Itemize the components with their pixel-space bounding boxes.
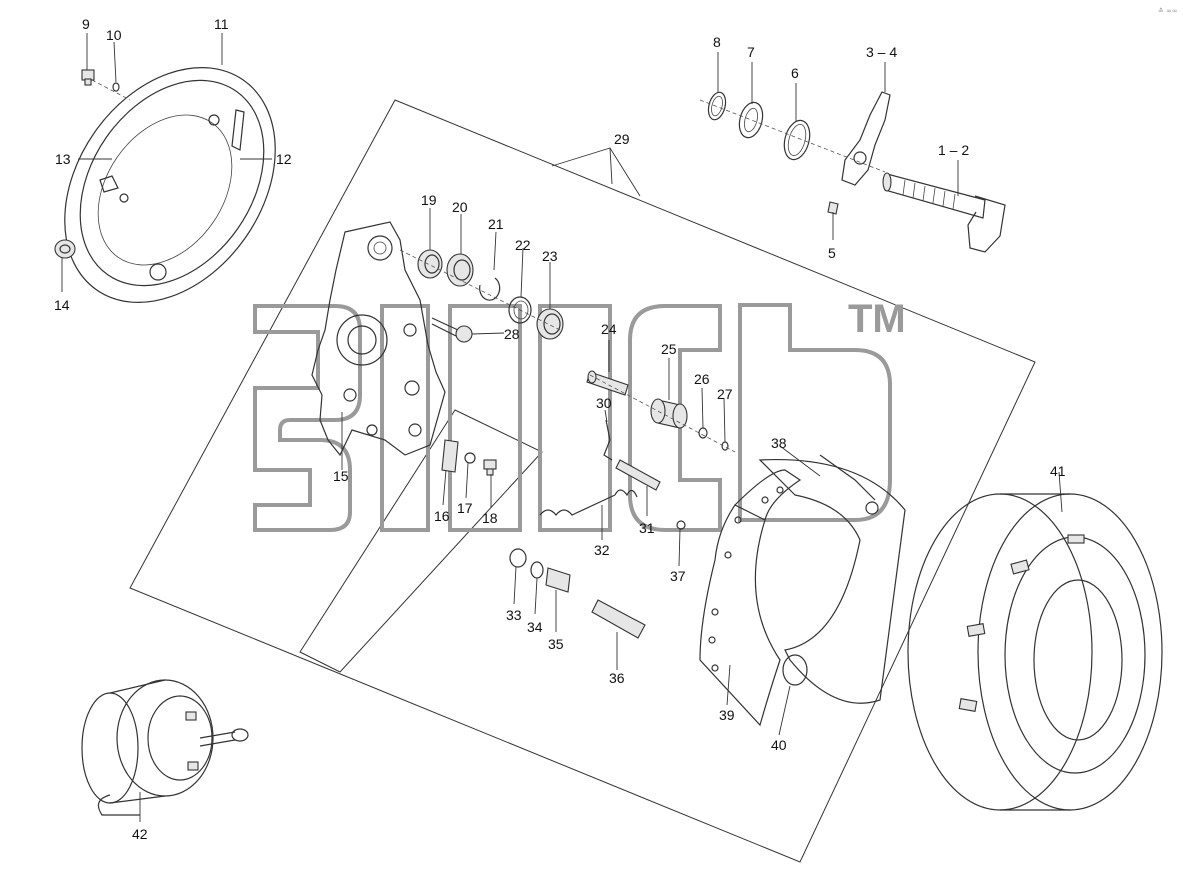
callout-41: 41 [1050, 463, 1066, 479]
washer-33-part [509, 548, 527, 568]
callout-31: 31 [639, 520, 655, 536]
callout-14: 14 [54, 297, 70, 313]
ring-22-part [508, 296, 532, 324]
callout-7: 7 [747, 44, 755, 60]
kit-29-frame [129, 99, 1036, 863]
callout-40: 40 [771, 737, 787, 753]
callout-34: 34 [527, 619, 543, 635]
bolt-9-part [81, 69, 95, 86]
clip-26-part [698, 427, 708, 439]
callout-21: 21 [488, 216, 504, 232]
callout-11: 11 [214, 16, 229, 32]
kit-29-bracket [551, 147, 641, 197]
callout-10: 10 [106, 27, 122, 43]
washer-10-part [112, 82, 120, 92]
snap-ring-8-part [707, 91, 727, 121]
callout-35: 35 [548, 636, 564, 652]
washer-7-part [738, 101, 764, 139]
callout-30: 30 [596, 395, 612, 411]
callout-29: 29 [614, 131, 630, 147]
anchor-pin-36-part [591, 599, 646, 639]
callout-5: 5 [828, 245, 836, 261]
callout-15: 15 [333, 468, 349, 484]
callout-8: 8 [713, 34, 721, 50]
callout-labels: 1 – 2 3 – 4 5 6 7 8 9 10 11 12 13 14 15 … [54, 16, 1066, 842]
camshaft-part [882, 172, 1006, 253]
pin-31-part [615, 459, 661, 491]
callout-23: 23 [542, 248, 558, 264]
washer-34-part [530, 561, 544, 579]
brake-chamber-part [81, 679, 249, 816]
callout-13: 13 [55, 151, 71, 167]
kit-16-18-frame [299, 409, 543, 673]
brake-shoe-upper-part [758, 454, 906, 704]
seal-19-part [417, 249, 443, 279]
callout-18: 18 [482, 510, 498, 526]
callout-24: 24 [601, 321, 617, 337]
callout-25: 25 [661, 341, 677, 357]
slack-adjuster-part [841, 91, 891, 186]
callout-20: 20 [452, 199, 468, 215]
grease-fitting-5-part [827, 201, 839, 215]
axis-bore [399, 249, 561, 331]
axis-backing [91, 79, 131, 101]
callout-37: 37 [670, 568, 686, 584]
trademark-symbol: TM [848, 297, 906, 341]
seal-23-part [536, 308, 564, 340]
spring-clip-30-part [603, 419, 613, 461]
corner-mark: ≛ ∞∞ [1158, 7, 1178, 15]
caliper-housing-part [311, 221, 446, 457]
brake-shoe-lower-part [699, 469, 808, 727]
bushing-35-part [545, 567, 571, 593]
plug-14-part [54, 239, 76, 259]
backing-plate-part [64, 67, 276, 303]
callout-19: 19 [421, 192, 437, 208]
roller-25-part [650, 398, 688, 429]
bushing-20-part [446, 253, 474, 287]
pin-24-part [586, 370, 629, 396]
callout-33: 33 [506, 607, 522, 623]
axis-camshaft [699, 99, 886, 173]
callout-22: 22 [515, 237, 531, 253]
axis-roller [589, 374, 736, 453]
washer-17-part [464, 452, 476, 464]
callout-3-4: 3 – 4 [866, 44, 897, 60]
bolt-18-part [483, 459, 497, 476]
nut-37-part [676, 520, 686, 530]
ring-6-part [783, 119, 811, 161]
callout-26: 26 [694, 371, 710, 387]
watermark-logo: TM [253, 297, 906, 532]
callout-6: 6 [791, 65, 799, 81]
snap-ring-21-part [479, 277, 501, 301]
callout-16: 16 [434, 508, 450, 524]
callout-36: 36 [609, 670, 625, 686]
bolt-28-part [431, 317, 473, 343]
callout-9: 9 [82, 16, 90, 32]
callout-39: 39 [719, 707, 735, 723]
callout-28: 28 [504, 326, 520, 342]
leader-lines [61, 33, 1063, 822]
callout-27: 27 [717, 386, 733, 402]
callout-17: 17 [457, 500, 473, 516]
callout-32: 32 [594, 542, 610, 558]
brake-drum-part [907, 493, 1163, 811]
callout-1-2: 1 – 2 [938, 142, 969, 158]
callout-38: 38 [771, 435, 787, 451]
callout-42: 42 [132, 826, 148, 842]
callout-12: 12 [276, 151, 292, 167]
return-spring-32-part [539, 489, 638, 516]
plate-16-part [441, 439, 459, 473]
